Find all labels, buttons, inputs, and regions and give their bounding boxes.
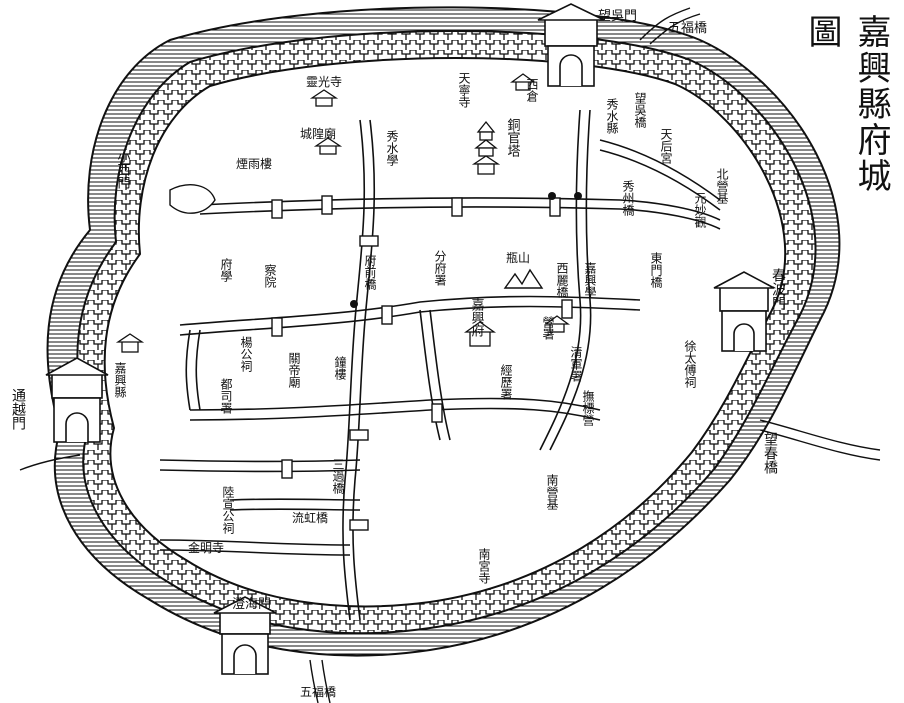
mountain-icon <box>503 268 544 289</box>
inner-city <box>103 57 787 608</box>
map-title: 嘉興縣府城圖 <box>802 14 891 194</box>
pagoda-icon <box>471 120 501 175</box>
lu-shrine-label: 陸宣公祠 <box>221 486 235 534</box>
tongguan-pagoda-label: 銅官塔 <box>505 118 521 157</box>
county-yamen-label: 嘉興縣 <box>113 362 127 398</box>
east-gate-bridge-label: 東門橋 <box>649 252 663 289</box>
fuqian-bridge-label: 府前橋 <box>363 253 377 291</box>
north-bridge-label: 五福橋 <box>668 21 707 36</box>
west-gate-label: 通越門 <box>10 388 26 431</box>
building-icons <box>115 73 570 353</box>
xili-bridge-label: 西麗橋 <box>555 262 569 299</box>
qingjun-office-label: 清軍署 <box>569 346 583 383</box>
outer-streams <box>19 7 881 703</box>
west-gate-tower <box>45 357 109 443</box>
small-west-gate-label: 小西門 <box>115 150 131 190</box>
map-labels: 望吳門 五福橋 春波門 望春橋 通越門 小西門 澄海門 五福橋 嘉興府 嘉興縣 … <box>10 8 786 699</box>
sanguo-bridge-label: 三過橋 <box>331 458 345 495</box>
north-gate-tower <box>537 3 605 87</box>
xiuzhou-bridge-label: 秀州橋 <box>621 180 635 217</box>
east-gate-tower <box>713 271 775 352</box>
east-gate-label: 春波門 <box>770 268 786 311</box>
north-barracks-label: 北營基 <box>715 168 729 204</box>
east-bridge-label: 望春橋 <box>762 432 778 474</box>
jingli-office-label: 經歷署 <box>499 364 513 401</box>
nangong-temple-label: 南宮寺 <box>477 547 491 584</box>
west-granary-label: 西倉 <box>525 78 539 103</box>
office-dots <box>350 192 582 308</box>
bell-tower-label: 鐘樓 <box>333 355 347 381</box>
chenghuang-temple-label: 城隍廟 <box>300 126 336 141</box>
xu-shrine-label: 徐太傅祠 <box>683 339 697 388</box>
tianhou-palace-label: 天后宮 <box>659 128 673 164</box>
fubiao-barracks-label: 撫標營 <box>581 390 595 427</box>
prefecture-yamen-label: 嘉興府 <box>469 298 485 338</box>
pingshan-label: 瓶山 <box>506 251 530 265</box>
xiushui-school-label: 秀水學 <box>385 130 399 167</box>
guandi-temple-label: 關帝廟 <box>287 352 301 389</box>
tianning-temple-label: 天寧寺 <box>457 72 471 108</box>
branch-office-label: 分府署 <box>433 250 447 287</box>
wangwu-bridge-label: 望吳橋 <box>633 92 647 129</box>
lingguang-temple-label: 靈光寺 <box>306 75 342 89</box>
yuanmiao-temple-label: 元妙觀 <box>693 192 707 228</box>
north-gate-label: 望吳門 <box>598 8 637 24</box>
south-barracks-label: 南營基 <box>545 473 559 510</box>
prefecture-school-2-label: 府學 <box>219 257 233 283</box>
chayuan-label: 察院 <box>263 264 277 288</box>
small-west-gate <box>169 184 216 214</box>
south-gate-tower <box>213 596 277 675</box>
yanyu-tower-label: 煙雨樓 <box>236 156 272 171</box>
bridge-marks <box>271 195 573 531</box>
liuhong-bridge-label: 流虹橋 <box>292 511 328 525</box>
jinming-temple-label: 金明寺 <box>188 540 224 555</box>
yang-shrine-label: 楊公祠 <box>239 335 253 372</box>
south-gate-label: 澄海門 <box>232 597 271 612</box>
prefecture-school-label: 嘉興學 <box>583 262 597 299</box>
dusi-office-label: 都司署 <box>219 378 233 415</box>
xiushui-county-label: 秀水縣 <box>605 98 619 134</box>
south-bridge-label: 五福橋 <box>300 684 336 699</box>
barracks-office-label: 營署 <box>541 316 555 341</box>
